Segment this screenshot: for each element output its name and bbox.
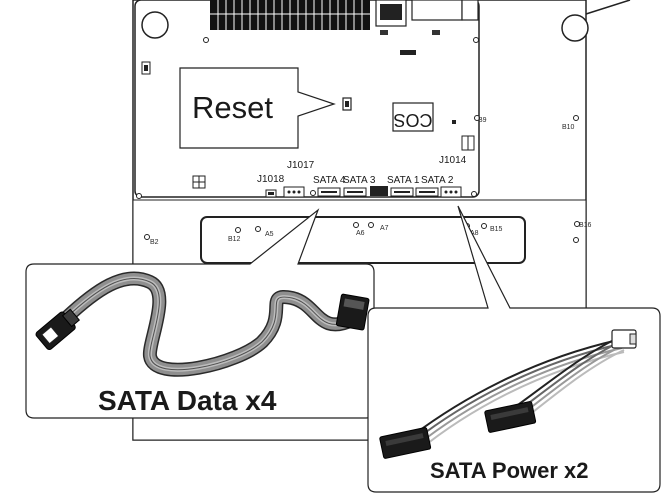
screw-mark	[573, 115, 579, 121]
board-labels: J1017 J1018 J1014 SATA 4 SATA 3 SATA 1 S…	[257, 155, 467, 186]
sata-power-plug	[379, 427, 432, 459]
j1017-label: J1017	[287, 160, 315, 171]
screw-mark	[136, 193, 142, 199]
screw-mark	[144, 234, 150, 240]
mount-hole	[141, 11, 169, 39]
marker-b12: B12	[228, 236, 241, 243]
sata1-label: SATA 1	[387, 175, 420, 186]
reset-callout: Reset	[179, 67, 336, 149]
sata-power-label: SATA Power x2	[430, 458, 589, 483]
marker-a7: A7	[380, 225, 389, 232]
screw-mark	[473, 37, 479, 43]
power-header-plug	[611, 329, 637, 349]
nvme-connector	[370, 186, 388, 196]
sata-data-plug-right	[335, 293, 370, 331]
screw-mark	[368, 222, 374, 228]
sata-data-port[interactable]	[317, 187, 341, 197]
screw-mark	[574, 221, 580, 227]
screw-mark	[255, 226, 261, 232]
marker-a6: A6	[356, 230, 365, 237]
sata-data-port[interactable]	[390, 187, 414, 197]
sata-data-port[interactable]	[415, 187, 439, 197]
j1018-header	[265, 189, 277, 198]
sata-data-cable	[35, 271, 370, 377]
j1018-label: J1018	[257, 174, 285, 185]
screw-mark	[471, 191, 477, 197]
screw-mark	[481, 223, 487, 229]
sata-power-callout: SATA Power x2	[367, 205, 661, 493]
screw-mark	[474, 115, 480, 121]
board-components	[141, 61, 475, 189]
marker-b16: B16	[579, 222, 592, 229]
marker-b15: B15	[490, 226, 503, 233]
marker-a5: A5	[265, 231, 274, 238]
j1014-label: J1014	[439, 155, 467, 166]
sata2-label: SATA 2	[421, 175, 454, 186]
screw-mark	[235, 227, 241, 233]
marker-b10: B10	[562, 124, 575, 131]
marker-b9: B9	[478, 117, 487, 124]
screw-mark	[203, 37, 209, 43]
sata-power-plug	[484, 401, 537, 433]
screw-mark	[353, 222, 359, 228]
sata3-label: SATA 3	[343, 175, 376, 186]
sata-power-header[interactable]	[440, 186, 462, 198]
sata-data-callout: SATA Data x4	[25, 208, 375, 419]
screw-markers: B9 B10 B16 B12 B15 B2 A5 A6 A7 A8	[136, 37, 592, 246]
reset-button[interactable]	[342, 97, 352, 111]
top-connectors	[210, 0, 479, 55]
sata-data-plug-left	[35, 308, 80, 351]
screw-mark	[310, 190, 316, 196]
screw-mark	[573, 237, 579, 243]
reset-label: Reset	[192, 90, 273, 125]
mount-hole	[561, 14, 589, 42]
sata4-label: SATA 4	[313, 175, 346, 186]
soc-chip-label: COS	[393, 110, 432, 130]
soc-chip: COS	[392, 102, 434, 132]
marker-a8: A8	[470, 230, 479, 237]
sata-data-port[interactable]	[343, 187, 367, 197]
j1017-header	[283, 186, 305, 198]
sata-power-cable	[379, 329, 637, 459]
sata-data-label: SATA Data x4	[98, 385, 277, 416]
marker-b2: B2	[150, 239, 159, 246]
